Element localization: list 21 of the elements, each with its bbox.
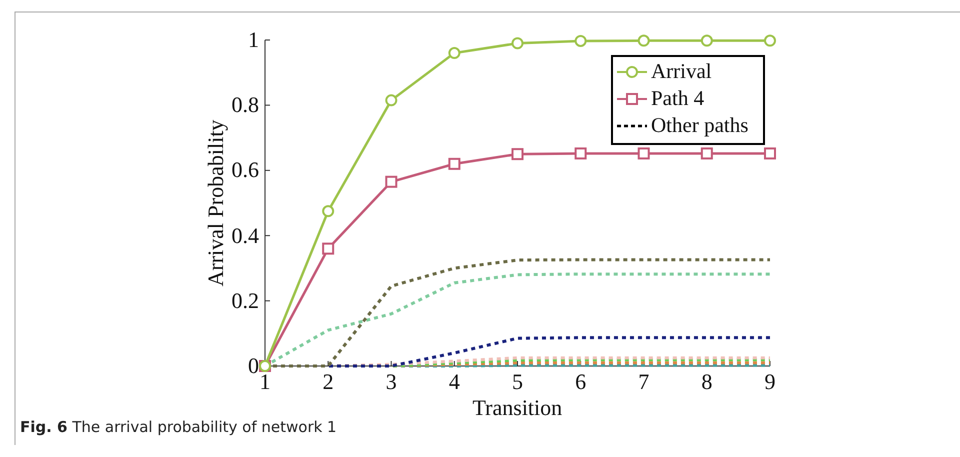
tick-label: 6	[575, 371, 586, 393]
tick-label: 4	[448, 371, 460, 393]
tick-label: 0	[248, 355, 259, 377]
tick-label: 7	[638, 371, 650, 393]
figure-caption: Fig. 6 The arrival probability of network 1	[20, 420, 337, 435]
tick-label: 1	[248, 29, 259, 51]
tick-label: 0.8	[232, 94, 259, 116]
tick-label: 0.4	[232, 224, 259, 247]
tick-label: 5	[512, 371, 523, 393]
tick-label: 8	[701, 371, 712, 393]
tick-label: 2	[322, 371, 334, 393]
legend-label: Path 4	[651, 88, 704, 109]
tick-label: 1	[260, 371, 270, 393]
legend-label: Arrival	[651, 61, 712, 82]
tick-label: 3	[386, 371, 397, 393]
tick-label: 0.2	[232, 290, 259, 312]
legend-label: Other paths	[651, 115, 748, 136]
axis-title: Transition	[472, 397, 562, 419]
tick-label: 0.6	[232, 159, 259, 182]
tick-label: 9	[764, 371, 776, 393]
axis-title: Arrival Probability	[205, 120, 227, 286]
